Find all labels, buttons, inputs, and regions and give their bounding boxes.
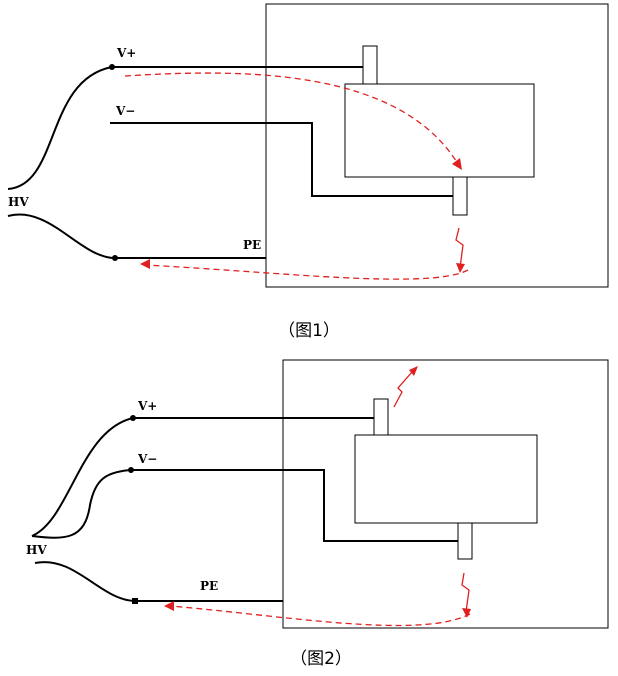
wire-v-minus <box>110 122 453 197</box>
node-pe <box>112 255 118 261</box>
wire-v-minus <box>131 469 458 542</box>
node-v-minus <box>128 467 134 473</box>
label-v-plus: V+ <box>137 399 157 413</box>
terminal-top <box>362 45 378 85</box>
label-v-minus: V− <box>137 452 157 466</box>
return-path-arc <box>169 605 471 627</box>
terminal-bottom <box>452 176 468 216</box>
arrowhead-top <box>409 366 418 376</box>
current-path-arc <box>124 72 459 165</box>
hv-cable-pe <box>34 561 136 602</box>
figure-2: V+ V− HV PE （图2） <box>26 359 609 669</box>
arrowhead-return <box>164 601 174 611</box>
terminal-bottom <box>457 522 473 560</box>
arrowhead-2 <box>456 263 465 273</box>
discharge-zigzag <box>455 227 464 269</box>
label-v-plus: V+ <box>116 46 136 60</box>
label-hv: HV <box>8 195 29 209</box>
arrowhead-1 <box>452 158 462 170</box>
discharge-zigzag-top <box>393 371 413 408</box>
arrowhead-bottom <box>462 608 471 618</box>
node-pe <box>132 598 138 604</box>
enclosure-outer <box>265 3 609 288</box>
hv-cable-lower <box>7 213 116 259</box>
terminal-top <box>373 398 389 436</box>
label-hv: HV <box>26 543 47 557</box>
enclosure-outer <box>282 359 609 629</box>
inner-device-box <box>354 434 538 524</box>
hv-cable-upper <box>7 66 113 190</box>
node-v-plus <box>130 415 136 421</box>
figure-1: V+ V− HV PE （图1） <box>7 3 609 341</box>
discharge-zigzag-bottom <box>461 572 470 613</box>
caption-figure-1: （图1） <box>278 321 340 341</box>
label-pe: PE <box>243 238 261 252</box>
label-v-minus: V− <box>115 104 135 118</box>
inner-device-box <box>344 83 535 178</box>
hv-cable-v-minus <box>31 469 132 539</box>
arrowhead-3 <box>140 259 150 269</box>
label-pe: PE <box>200 579 218 593</box>
hv-cable-v-plus <box>31 417 134 537</box>
node-v-plus <box>109 64 115 70</box>
caption-figure-2: （图2） <box>290 649 352 669</box>
return-path-arc <box>144 264 469 280</box>
